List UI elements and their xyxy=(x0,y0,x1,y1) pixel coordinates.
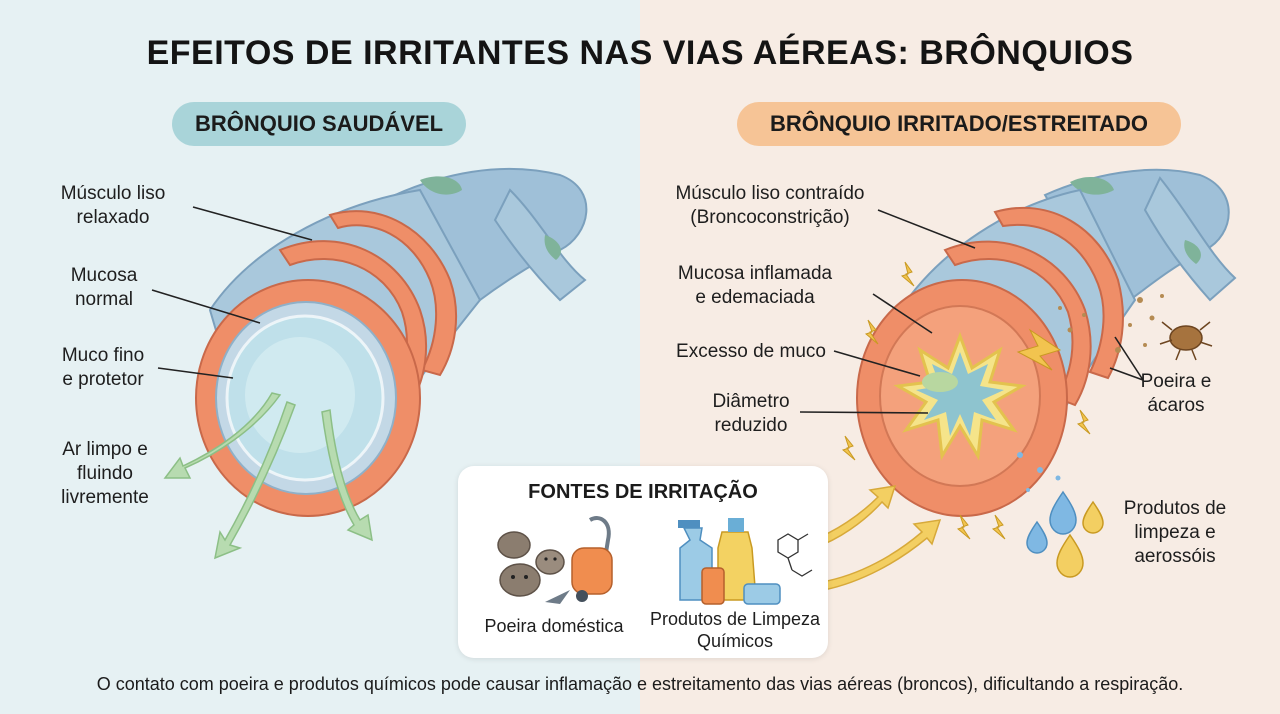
label-smooth-muscle-contracted: Músculo liso contraído (Broncoconstrição… xyxy=(675,183,865,228)
irritated-label-leader-lines xyxy=(799,209,1144,414)
healthy-bronchus-illustration xyxy=(151,167,588,560)
irritated-bronchus-heading: BRÔNQUIO IRRITADO/ESTREITADO xyxy=(737,102,1181,146)
irritation-arrows xyxy=(811,485,942,591)
cleaning-products-icon xyxy=(678,518,781,605)
label-thin-mucus: Muco fino e protetor xyxy=(61,345,145,390)
chemical-structure-icon xyxy=(777,533,813,577)
label-household-dust: Poeira doméstica xyxy=(484,616,624,636)
chemical-droplet-icons xyxy=(1017,452,1104,578)
label-clean-airflow: Ar limpo e fluindo livremente xyxy=(61,439,149,508)
label-normal-mucosa: Mucosa normal xyxy=(70,265,138,310)
dust-mite-icon xyxy=(1159,321,1213,361)
label-excess-mucus: Excesso de muco xyxy=(676,341,826,362)
dust-particles xyxy=(1058,294,1164,353)
clean-airflow-arrows xyxy=(163,392,373,560)
irritation-spark-icons xyxy=(841,261,1091,540)
irritated-bronchus-tube xyxy=(856,168,1237,517)
page-title: EFEITOS DE IRRITANTES NAS VIAS AÉREAS: B… xyxy=(146,34,1134,72)
label-reduced-diameter: Diâmetro reduzido xyxy=(712,391,790,436)
label-inflamed-mucosa: Mucosa inflamada e edemaciada xyxy=(677,263,833,308)
label-cleaning-products-aerosols: Produtos de limpeza e aerossóis xyxy=(1123,498,1227,567)
healthy-bronchus-heading: BRÔNQUIO SAUDÁVEL xyxy=(172,102,466,146)
irritation-sources-box xyxy=(458,466,828,658)
healthy-label-leader-lines xyxy=(151,206,313,379)
healthy-bronchus-tube xyxy=(195,167,588,517)
label-smooth-muscle-relaxed: Músculo liso relaxado xyxy=(60,183,166,228)
label-dust-and-mites: Poeira e ácaros xyxy=(1140,371,1212,416)
irritation-sources-title: FONTES DE IRRITAÇÃO xyxy=(528,481,758,503)
footer-caption: O contato com poeira e produtos químicos… xyxy=(96,674,1184,694)
vacuum-cleaner-icon xyxy=(545,516,613,604)
dust-bunnies-icon xyxy=(497,531,565,597)
label-chemical-cleaning-products: Produtos de Limpeza Químicos xyxy=(649,609,821,651)
